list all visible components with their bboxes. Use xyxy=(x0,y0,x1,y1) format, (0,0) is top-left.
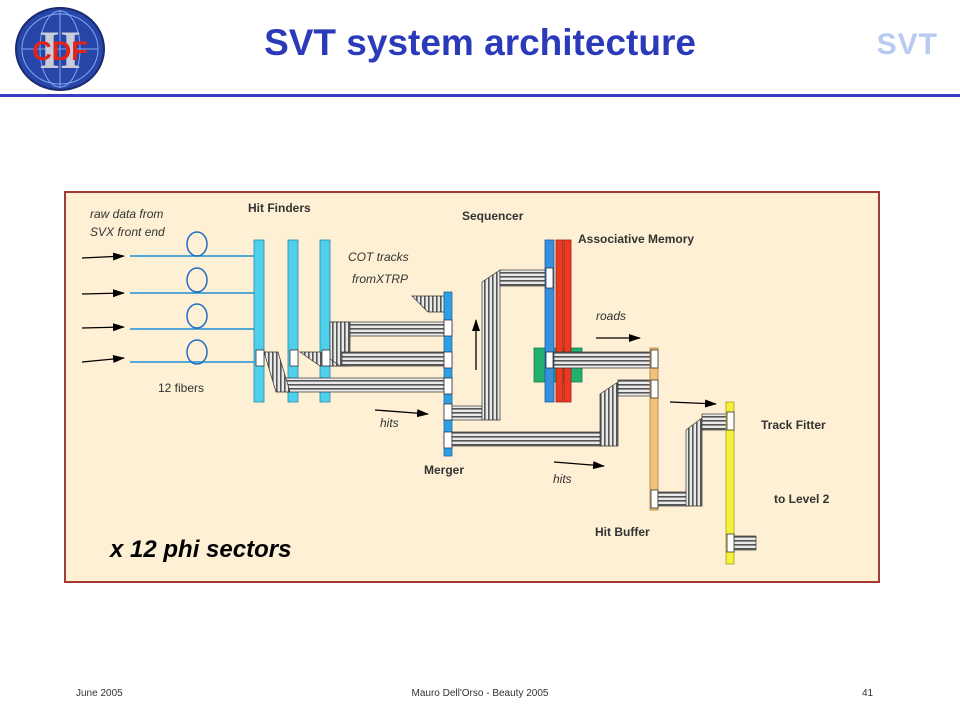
am-connector xyxy=(545,351,554,369)
ribbon-roads xyxy=(553,351,651,369)
am-board-2 xyxy=(563,239,572,403)
label-cot-tracks-2: fromXTRP xyxy=(352,272,408,286)
label-hits-left: hits xyxy=(380,416,399,430)
label-raw-data-1: raw data from xyxy=(90,207,163,221)
hit-finder-boards xyxy=(253,239,331,403)
footer-date: June 2005 xyxy=(76,688,123,699)
input-arrows xyxy=(81,252,125,364)
svt-corner-mark: SVT xyxy=(876,28,938,61)
ribbon-cables-trackfitter xyxy=(657,413,757,551)
label-track-fitter: Track Fitter xyxy=(761,418,826,432)
hit-buffer-board xyxy=(649,347,659,511)
label-to-level2: to Level 2 xyxy=(774,492,830,506)
track-fitter-connectors xyxy=(726,411,735,553)
logo-numeral: II xyxy=(39,20,81,80)
am-board-1 xyxy=(555,239,564,403)
merger-board xyxy=(443,291,453,457)
label-sectors: x 12 phi sectors xyxy=(108,536,291,563)
label-merger: Merger xyxy=(424,463,464,477)
sequencer-board xyxy=(544,239,555,403)
cdf-logo: II CDF xyxy=(15,7,105,91)
label-sequencer: Sequencer xyxy=(462,209,524,223)
footer-author: Mauro Dell'Orso - Beauty 2005 xyxy=(411,688,549,699)
track-fitter-board xyxy=(725,401,735,565)
label-associative-memory: Associative Memory xyxy=(578,232,694,246)
footer-page-number: 41 xyxy=(862,688,874,699)
label-cot-tracks-1: COT tracks xyxy=(348,250,409,264)
label-hits-right: hits xyxy=(553,472,572,486)
title-divider xyxy=(0,94,960,97)
slide-title: SVT system architecture xyxy=(264,22,696,63)
merger-connectors xyxy=(443,319,453,449)
label-hit-finders: Hit Finders xyxy=(248,201,311,215)
label-roads: roads xyxy=(596,309,626,323)
logo-text: CDF xyxy=(32,36,88,66)
ribbon-cables-merger xyxy=(451,269,651,447)
hit-finder-connectors xyxy=(255,349,331,367)
fiber-coils xyxy=(186,231,208,365)
sequencer-connector xyxy=(545,267,554,289)
label-raw-data-2: SVX front end xyxy=(90,225,165,239)
label-hit-buffer: Hit Buffer xyxy=(595,525,650,539)
label-fibers: 12 fibers xyxy=(158,381,204,395)
flow-arrows xyxy=(374,319,717,470)
fiber-lines xyxy=(130,255,256,363)
